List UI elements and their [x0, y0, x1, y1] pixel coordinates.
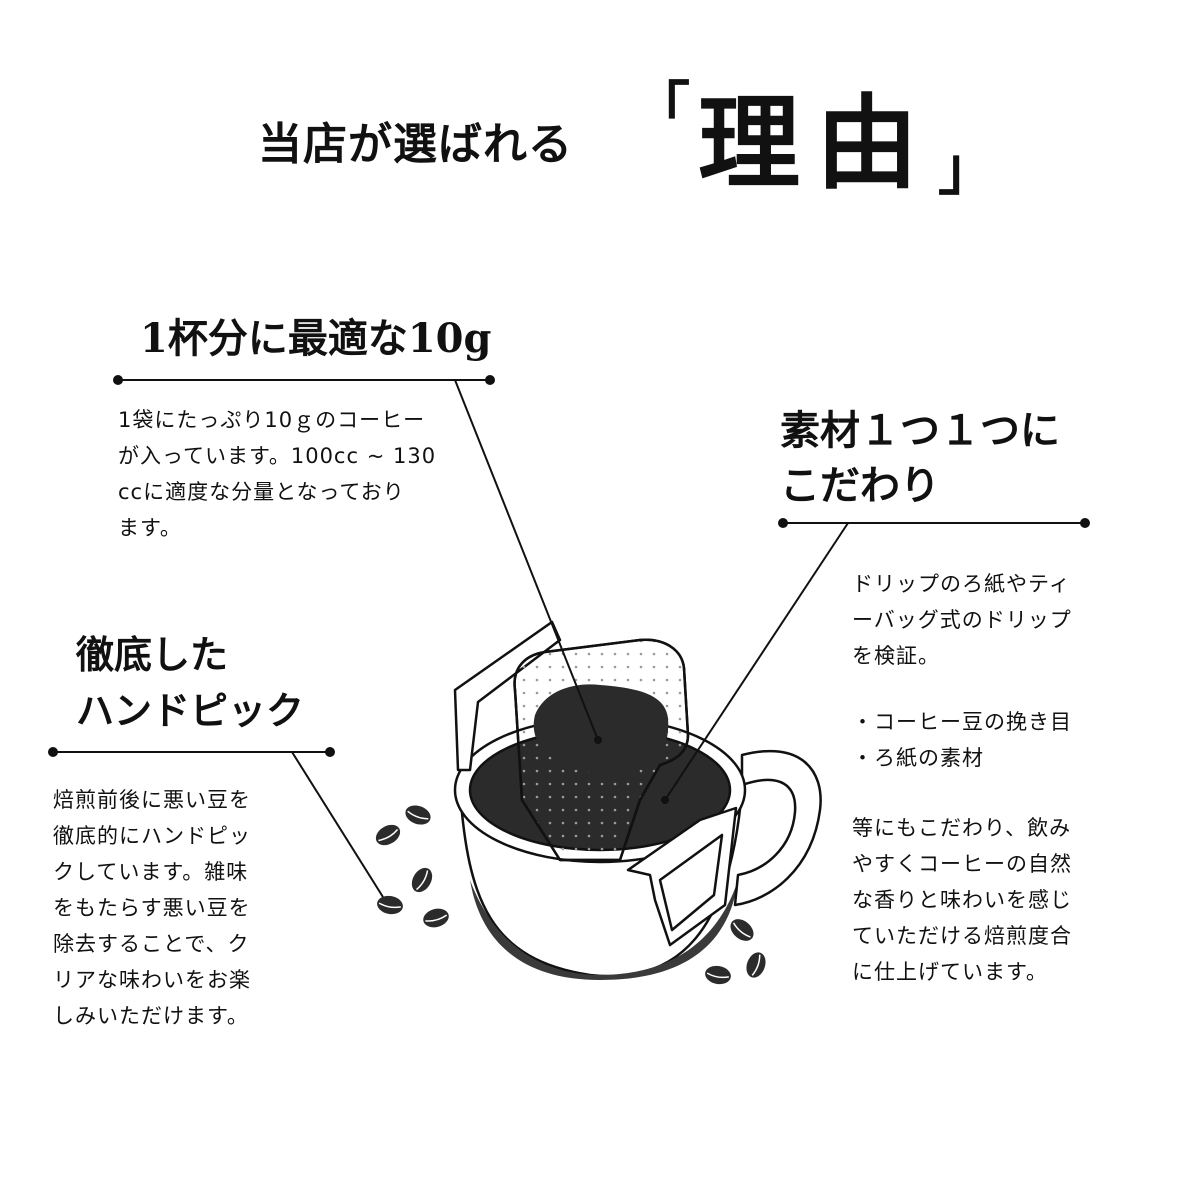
section-1-body-line: ccに適度な分量となっており [118, 480, 405, 504]
section-2-heading: 素材１つ１つに [780, 407, 1060, 454]
section-1-body-line: が入っています。100cc ~ 130 [118, 444, 437, 468]
section-3-heading: ハンドピック [76, 688, 305, 733]
section-3-body-line: クしています。雑味 [53, 860, 249, 884]
section-2-heading: こだわり [780, 462, 940, 509]
leader-line-3 [291, 751, 389, 906]
callout-rule-1 [113, 375, 495, 385]
section-2-body-line: ドリップのろ紙やティ [852, 572, 1071, 596]
section-2-body-line: やすくコーヒーの自然 [852, 852, 1072, 876]
title-bracket-close: 」 [938, 135, 997, 203]
section-3-body-line: 焙煎前後に悪い豆を [53, 788, 251, 812]
leader-line-1 [454, 379, 599, 741]
section-2-body-line: ていただける焙煎度合 [852, 924, 1072, 948]
title-lead: 当店が選ばれる [258, 119, 573, 170]
drip-bag-coffee-cup-icon [384, 620, 822, 980]
section-2-body-line: ーバッグ式のドリップ [852, 608, 1072, 632]
section-3-body-line: リアな味わいをお楽 [53, 968, 251, 992]
section-3-body-line: をもたらす悪い豆を [53, 896, 251, 920]
section-3-heading: 徹底した [76, 632, 229, 677]
section-1-body-line: 1袋にたっぷり10ｇのコーヒー [118, 408, 426, 432]
section-1-body-line: ます。 [118, 516, 182, 540]
leader-line-2 [664, 522, 849, 801]
section-2-body-line: 等にもこだわり、飲み [852, 816, 1072, 840]
coffee-bean-icon [375, 805, 766, 985]
section-3-body-line: 徹底的にハンドピッ [53, 824, 251, 848]
section-2-body-line: な香りと味わいを感じ [852, 888, 1072, 912]
section-3-body-line: しみいただけます。 [53, 1004, 249, 1028]
section-2-body-line: ・ろ紙の素材 [852, 746, 984, 770]
section-3-body-line: 除去することで、ク [53, 932, 250, 956]
callout-rule-2 [778, 518, 1090, 528]
section-1-heading: 1杯分に最適な10g [140, 315, 492, 362]
section-2-body-line: ・コーヒー豆の挽き目 [852, 710, 1072, 734]
section-2-body-line: に仕上げています。 [852, 960, 1048, 984]
title-emphasis: 理由 [698, 84, 934, 204]
callout-rule-3 [48, 747, 335, 757]
title-bracket-open: 「 [632, 75, 691, 143]
section-2-body-line: を検証。 [852, 644, 940, 668]
